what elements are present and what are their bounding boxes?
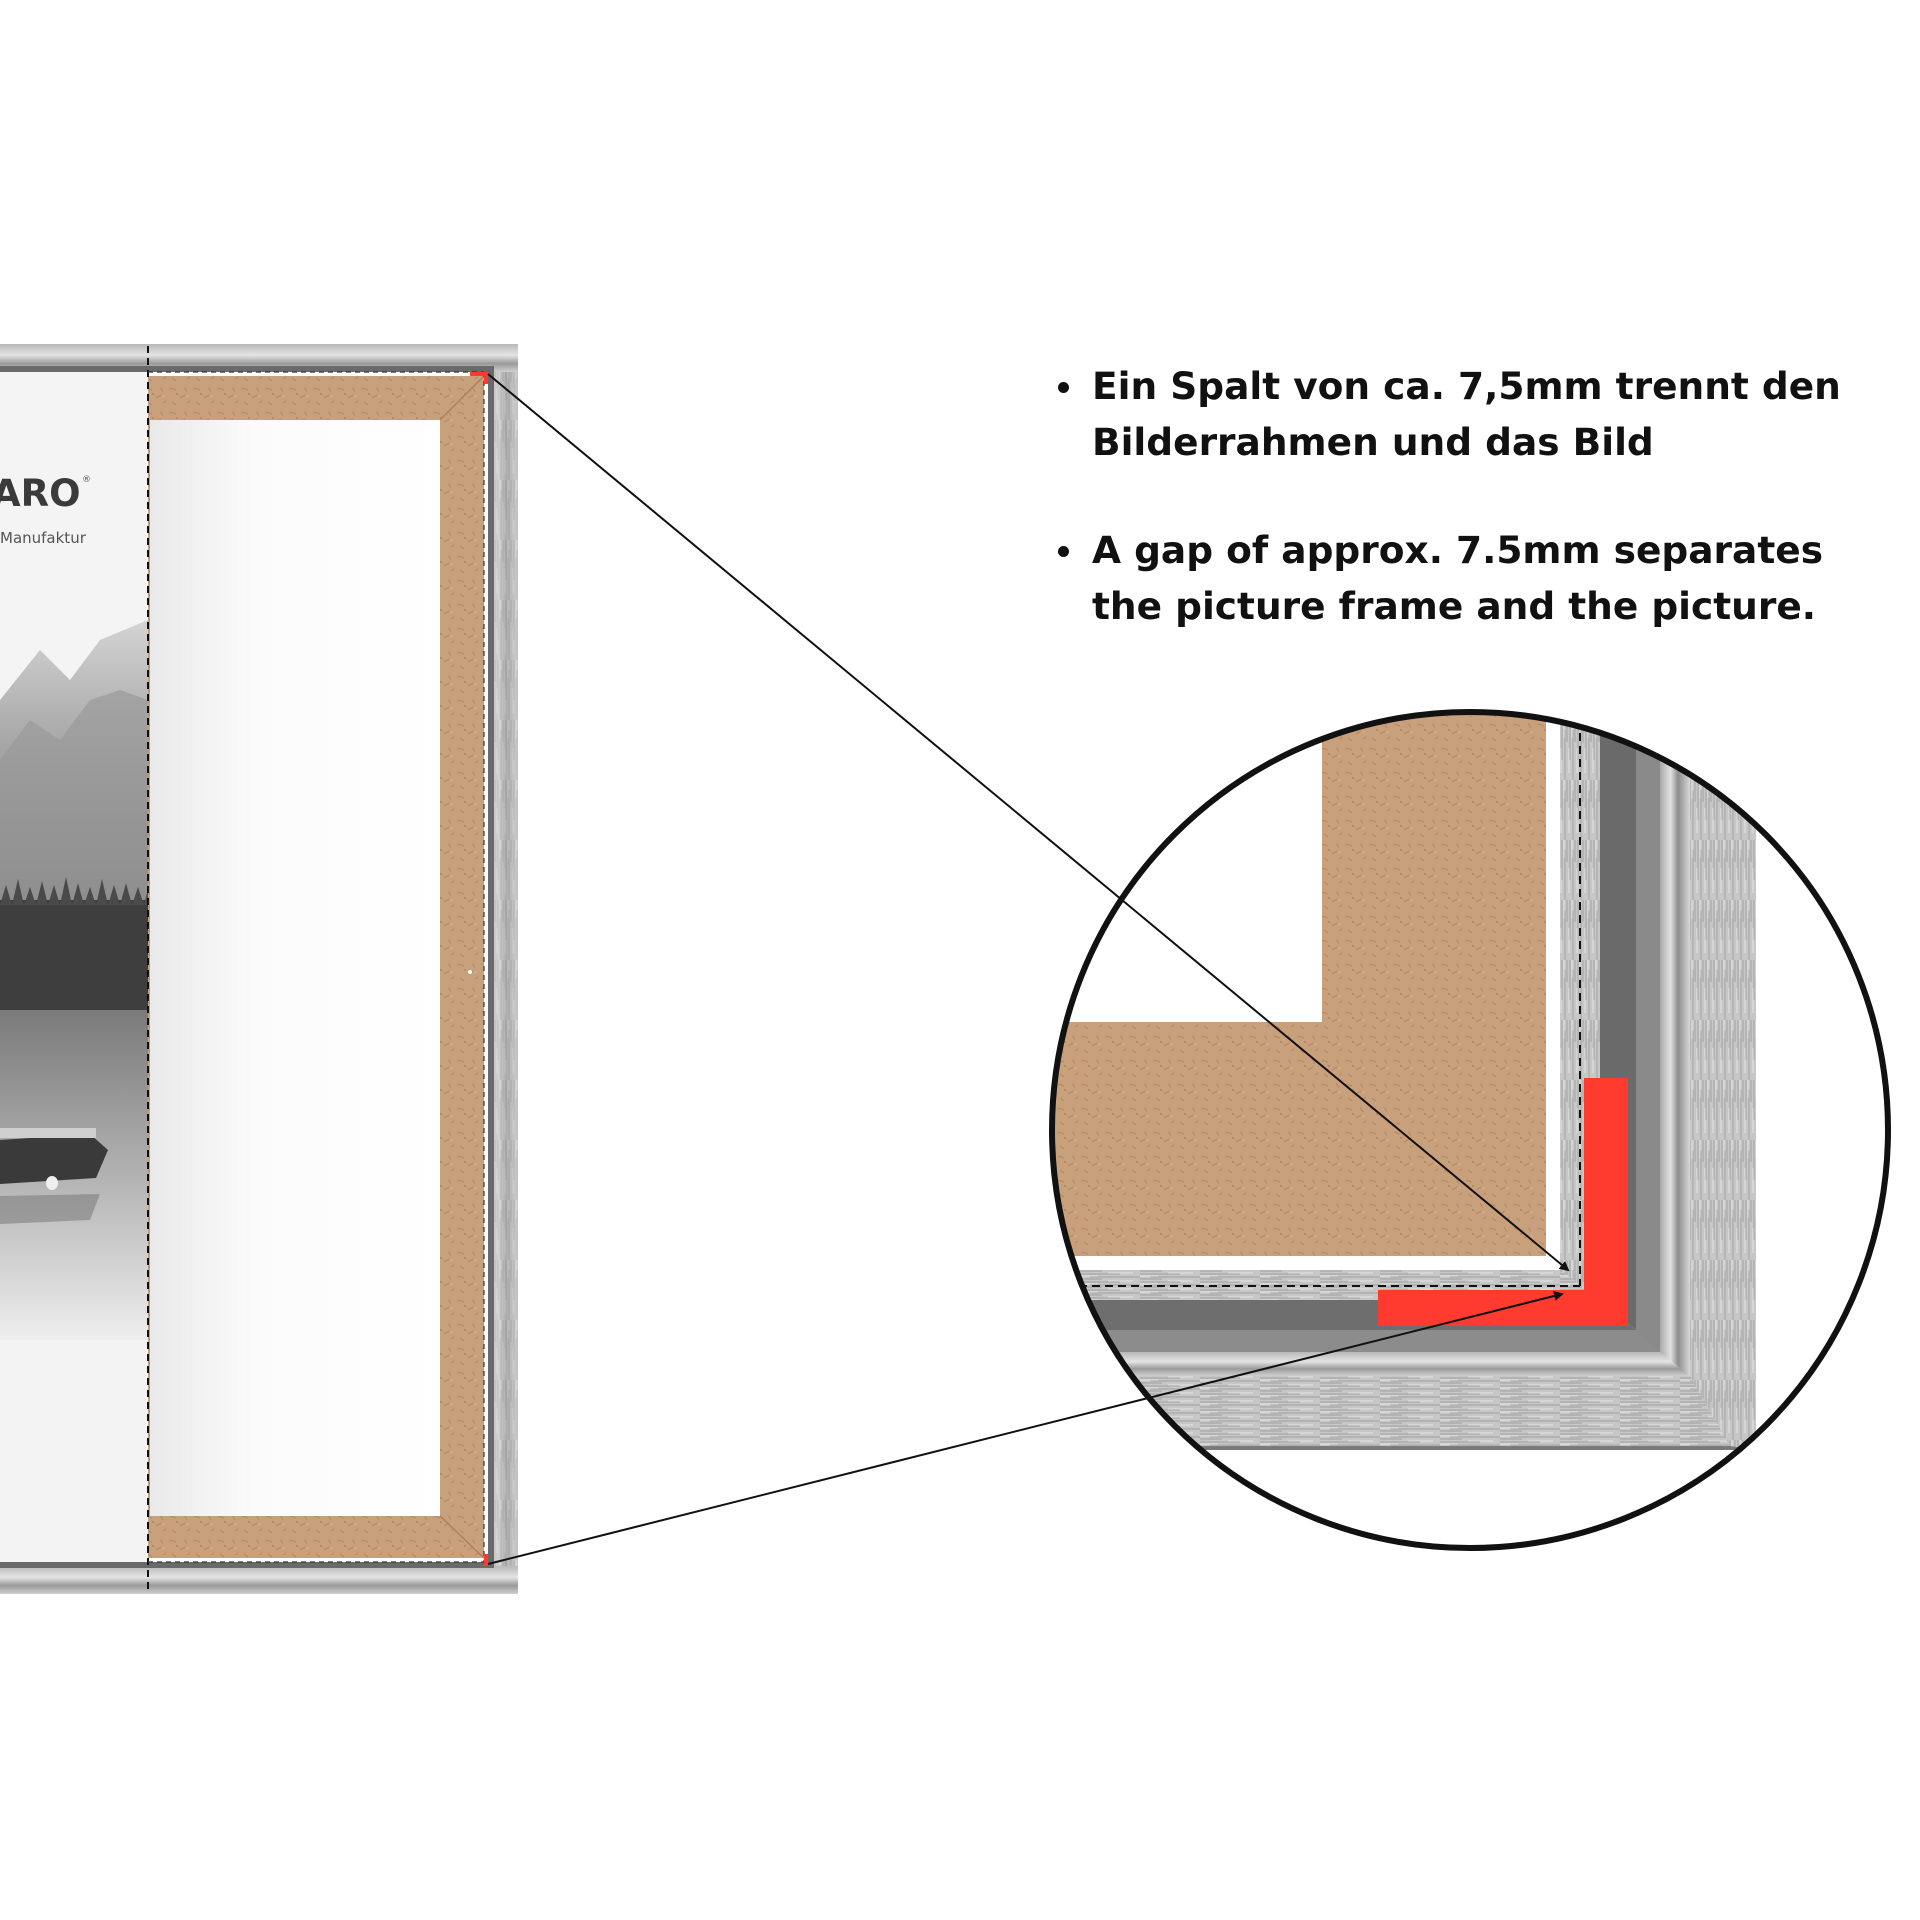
gap-notes-list: Ein Spalt von ca. 7,5mm trennt den Bilde… bbox=[1052, 358, 1892, 686]
connector-bottom-arrow bbox=[487, 1291, 1564, 1565]
landscape-photo: ARO ® Manufaktur bbox=[0, 372, 156, 1562]
bullet-icon bbox=[1058, 546, 1069, 557]
brand-logo: ARO bbox=[0, 472, 81, 515]
connector-top-arrow bbox=[487, 373, 1570, 1272]
note-english-line-2: the picture frame and the picture. bbox=[1092, 584, 1817, 628]
note-german: Ein Spalt von ca. 7,5mm trennt den Bilde… bbox=[1052, 358, 1892, 470]
gap-marker-bottom bbox=[484, 1554, 488, 1566]
zoom-detail-circle bbox=[1052, 712, 1888, 1548]
gap-marker-top bbox=[470, 372, 488, 376]
magnifier-outline bbox=[1049, 709, 1891, 1551]
brand-registered-mark: ® bbox=[82, 475, 91, 485]
note-english-line-1: A gap of approx. 7.5mm separates bbox=[1092, 528, 1824, 572]
brand-subtitle: Manufaktur bbox=[0, 529, 87, 547]
bullet-icon bbox=[1058, 382, 1069, 393]
note-english: A gap of approx. 7.5mm separates the pic… bbox=[1052, 522, 1892, 634]
backing-board bbox=[148, 375, 485, 1559]
note-german-line-2: Bilderrahmen und das Bild bbox=[1092, 420, 1654, 464]
note-german-line-1: Ein Spalt von ca. 7,5mm trennt den bbox=[1092, 364, 1841, 408]
gap-highlight bbox=[1378, 1078, 1628, 1326]
